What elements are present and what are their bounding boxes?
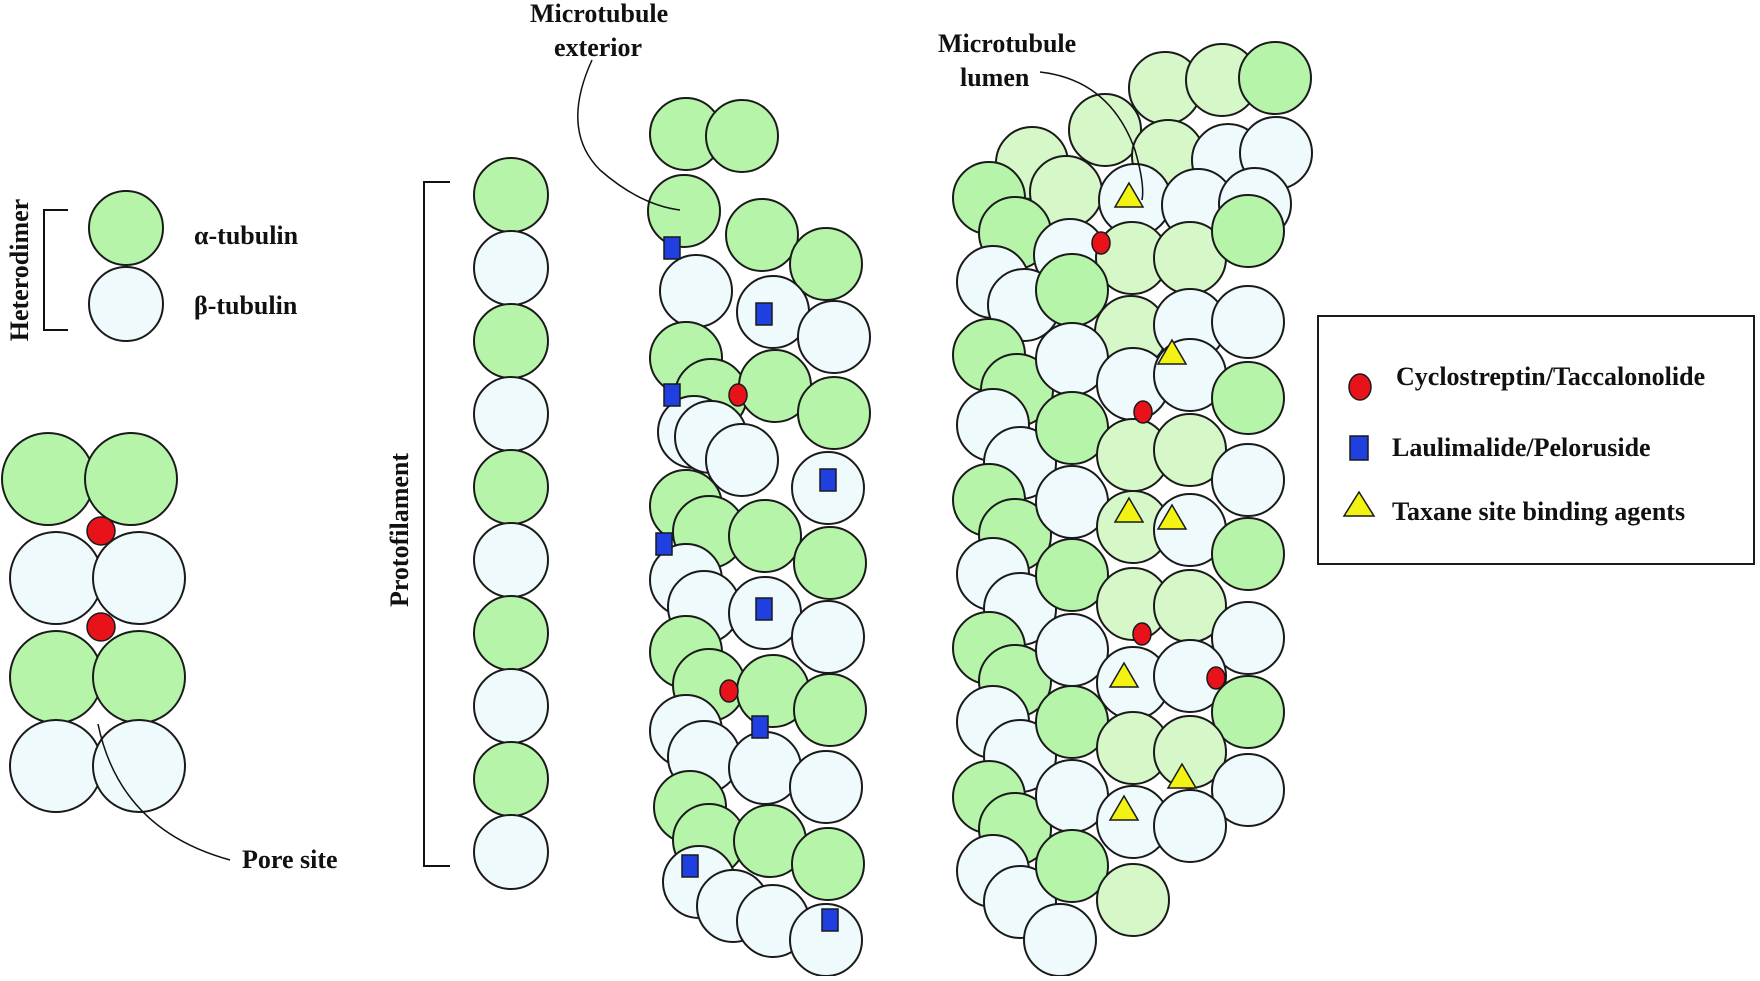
alpha-tubulin [728, 499, 802, 573]
alpha-tubulin [1238, 41, 1312, 115]
legend-red-circle-icon [1348, 373, 1372, 401]
taxane-site-marker [1113, 496, 1145, 523]
alpha-tubulin [1211, 675, 1285, 749]
alpha-tubulin [1035, 538, 1109, 612]
alpha-tubulin [1035, 253, 1109, 327]
alpha-tubulin-key [88, 190, 164, 266]
pore-site-marker [86, 612, 116, 642]
beta-tubulin [473, 522, 549, 598]
beta-tubulin-label: β-tubulin [194, 291, 298, 320]
exterior-leader [577, 59, 681, 211]
beta-tubulin [473, 668, 549, 744]
legend-item-taxane: Taxane site binding agents [1392, 497, 1685, 526]
beta-tubulin [1211, 601, 1285, 675]
lumen-leader [1039, 71, 1144, 201]
alpha-tubulin [1211, 517, 1285, 591]
exterior-label-line2: exterior [554, 33, 642, 62]
cyclostreptin-site-marker [1091, 231, 1111, 255]
protofilament-label: Protofilament [385, 453, 414, 607]
alpha-tubulin [793, 526, 867, 600]
lumen-label-line2: lumen [960, 63, 1030, 92]
laulimalide-site-marker [655, 532, 673, 556]
alpha-tubulin [473, 449, 549, 525]
protofilament-bracket [423, 181, 450, 867]
beta-tubulin [1153, 789, 1227, 863]
beta-tubulin-key [88, 266, 164, 342]
alpha-tubulin [725, 198, 799, 272]
laulimalide-site-marker [819, 468, 837, 492]
beta-tubulin [1211, 443, 1285, 517]
taxane-site-marker [1166, 762, 1198, 789]
laulimalide-site-marker [755, 302, 773, 326]
alpha-tubulin [1211, 194, 1285, 268]
microtubule-lumen: Microtubule lumen [938, 29, 1313, 977]
laulimalide-site-marker [755, 597, 773, 621]
beta-tubulin [1211, 753, 1285, 827]
cyclostreptin-site-marker [1206, 666, 1226, 690]
alpha-tubulin [473, 303, 549, 379]
heterodimer-label: Heterodimer [5, 199, 34, 341]
laulimalide-site-marker [663, 236, 681, 260]
exterior-label-line1: Microtubule [530, 0, 668, 28]
beta-tubulin [473, 376, 549, 452]
alpha-tubulin [1211, 361, 1285, 435]
cyclostreptin-site-marker [1132, 622, 1152, 646]
beta-tubulin [791, 600, 865, 674]
protofilament-column [473, 157, 549, 890]
heterodimer-key: Heterodimer α-tubulin β-tubulin [5, 190, 299, 342]
beta-tubulin [797, 300, 871, 374]
cyclostreptin-site-marker [728, 383, 748, 407]
alpha-tubulin [793, 673, 867, 747]
pore-site-pair: Pore site [1, 432, 338, 874]
alpha-tubulin [1035, 829, 1109, 903]
beta-tubulin [1211, 285, 1285, 359]
alpha-tubulin [647, 174, 721, 248]
legend: Cyclostreptin/Taccalonolide Laulimalide/… [1317, 315, 1755, 565]
alpha-tubulin [1068, 93, 1142, 167]
heterodimer-bracket [43, 209, 68, 331]
lumen-label-line1: Microtubule [938, 29, 1076, 58]
beta-tubulin [705, 423, 779, 497]
beta-tubulin [473, 814, 549, 890]
laulimalide-site-marker [751, 715, 769, 739]
beta-tubulin [473, 230, 549, 306]
alpha-tubulin [473, 741, 549, 817]
pore-site-label: Pore site [242, 845, 338, 874]
alpha-tubulin-label: α-tubulin [194, 221, 299, 250]
taxane-site-marker [1156, 503, 1188, 530]
beta-tubulin [1023, 903, 1097, 977]
cyclostreptin-site-marker [1133, 400, 1153, 424]
alpha-tubulin [789, 227, 863, 301]
beta-tubulin [1153, 639, 1227, 713]
legend-yellow-triangle-icon [1342, 490, 1376, 517]
pore-site-marker [86, 516, 116, 546]
alpha-tubulin [1153, 413, 1227, 487]
laulimalide-site-marker [663, 383, 681, 407]
beta-tubulin [659, 254, 733, 328]
legend-item-laulimalide: Laulimalide/Peloruside [1392, 433, 1651, 462]
taxane-site-marker [1156, 338, 1188, 365]
taxane-site-marker [1108, 794, 1140, 821]
microtubule-exterior: Microtubule exterior [530, 0, 871, 977]
alpha-tubulin [797, 376, 871, 450]
laulimalide-site-marker [821, 908, 839, 932]
alpha-tubulin [473, 595, 549, 671]
legend-item-cyclostreptin: Cyclostreptin/Taccalonolide [1396, 362, 1705, 391]
taxane-site-marker [1113, 181, 1145, 208]
alpha-tubulin [473, 157, 549, 233]
alpha-tubulin [705, 99, 779, 173]
alpha-tubulin [1096, 863, 1170, 937]
alpha-tubulin [791, 827, 865, 901]
cyclostreptin-site-marker [719, 679, 739, 703]
legend-blue-square-icon [1349, 435, 1369, 461]
beta-tubulin [789, 750, 863, 824]
laulimalide-site-marker [681, 854, 699, 878]
taxane-site-marker [1108, 661, 1140, 688]
pore-site-leader [97, 723, 231, 861]
protofilament: Protofilament [385, 157, 549, 890]
legend-box [1317, 315, 1755, 565]
